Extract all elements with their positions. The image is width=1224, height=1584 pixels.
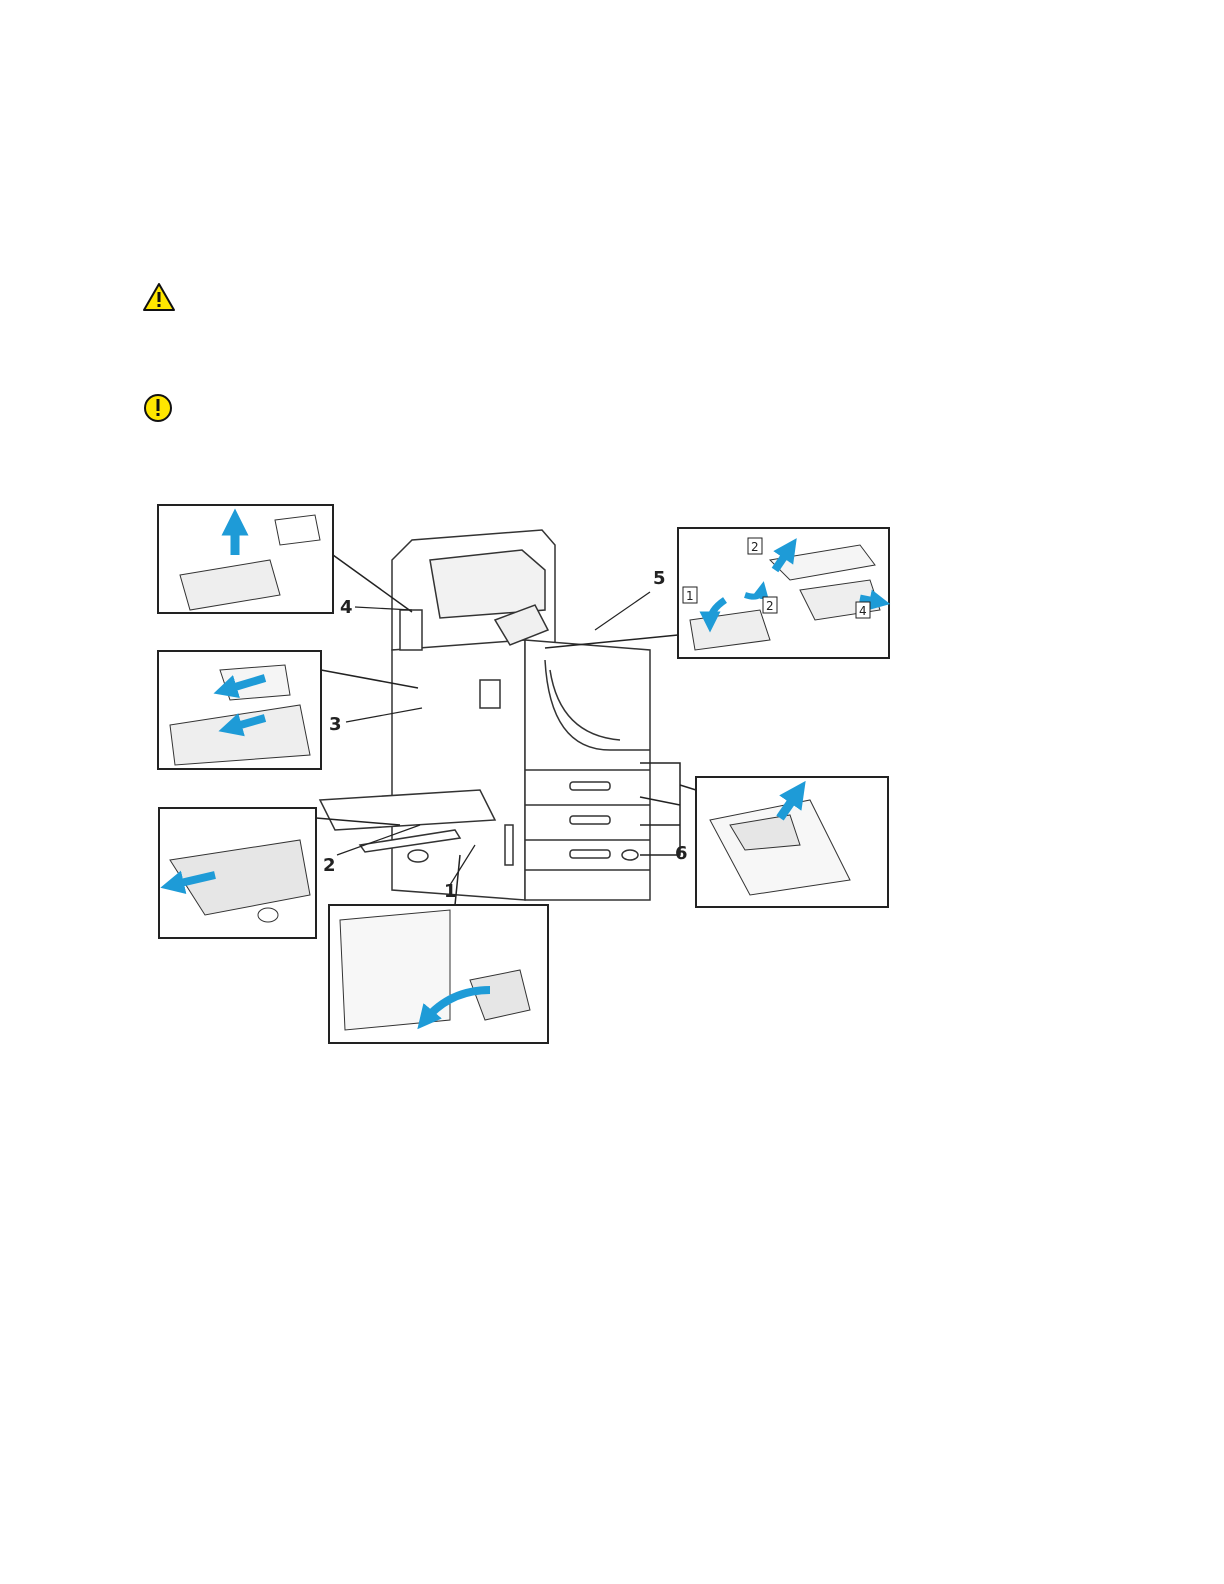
inset-left-middle [158,651,418,769]
caution-circle-icon [143,393,173,423]
step-label: 2 [766,599,774,613]
warning-triangle-icon [142,282,176,312]
step-label: 2 [751,540,759,554]
printer-body [320,530,650,900]
callout-2: 2 [323,855,336,876]
callout-3: 3 [329,714,342,735]
callout-4: 4 [340,597,353,618]
inset-right [640,763,888,907]
callout-1: 1 [444,881,457,902]
step-label: 4 [859,604,867,618]
step-label: 1 [686,589,694,603]
inset-top-right: 1 2 2 4 [545,528,889,658]
printer-jam-locations-illustration: 1 2 2 4 4 3 2 1 5 6 [150,500,895,1050]
callout-6: 6 [675,843,688,864]
callout-5: 5 [653,568,666,589]
inset-top-left [158,505,412,613]
